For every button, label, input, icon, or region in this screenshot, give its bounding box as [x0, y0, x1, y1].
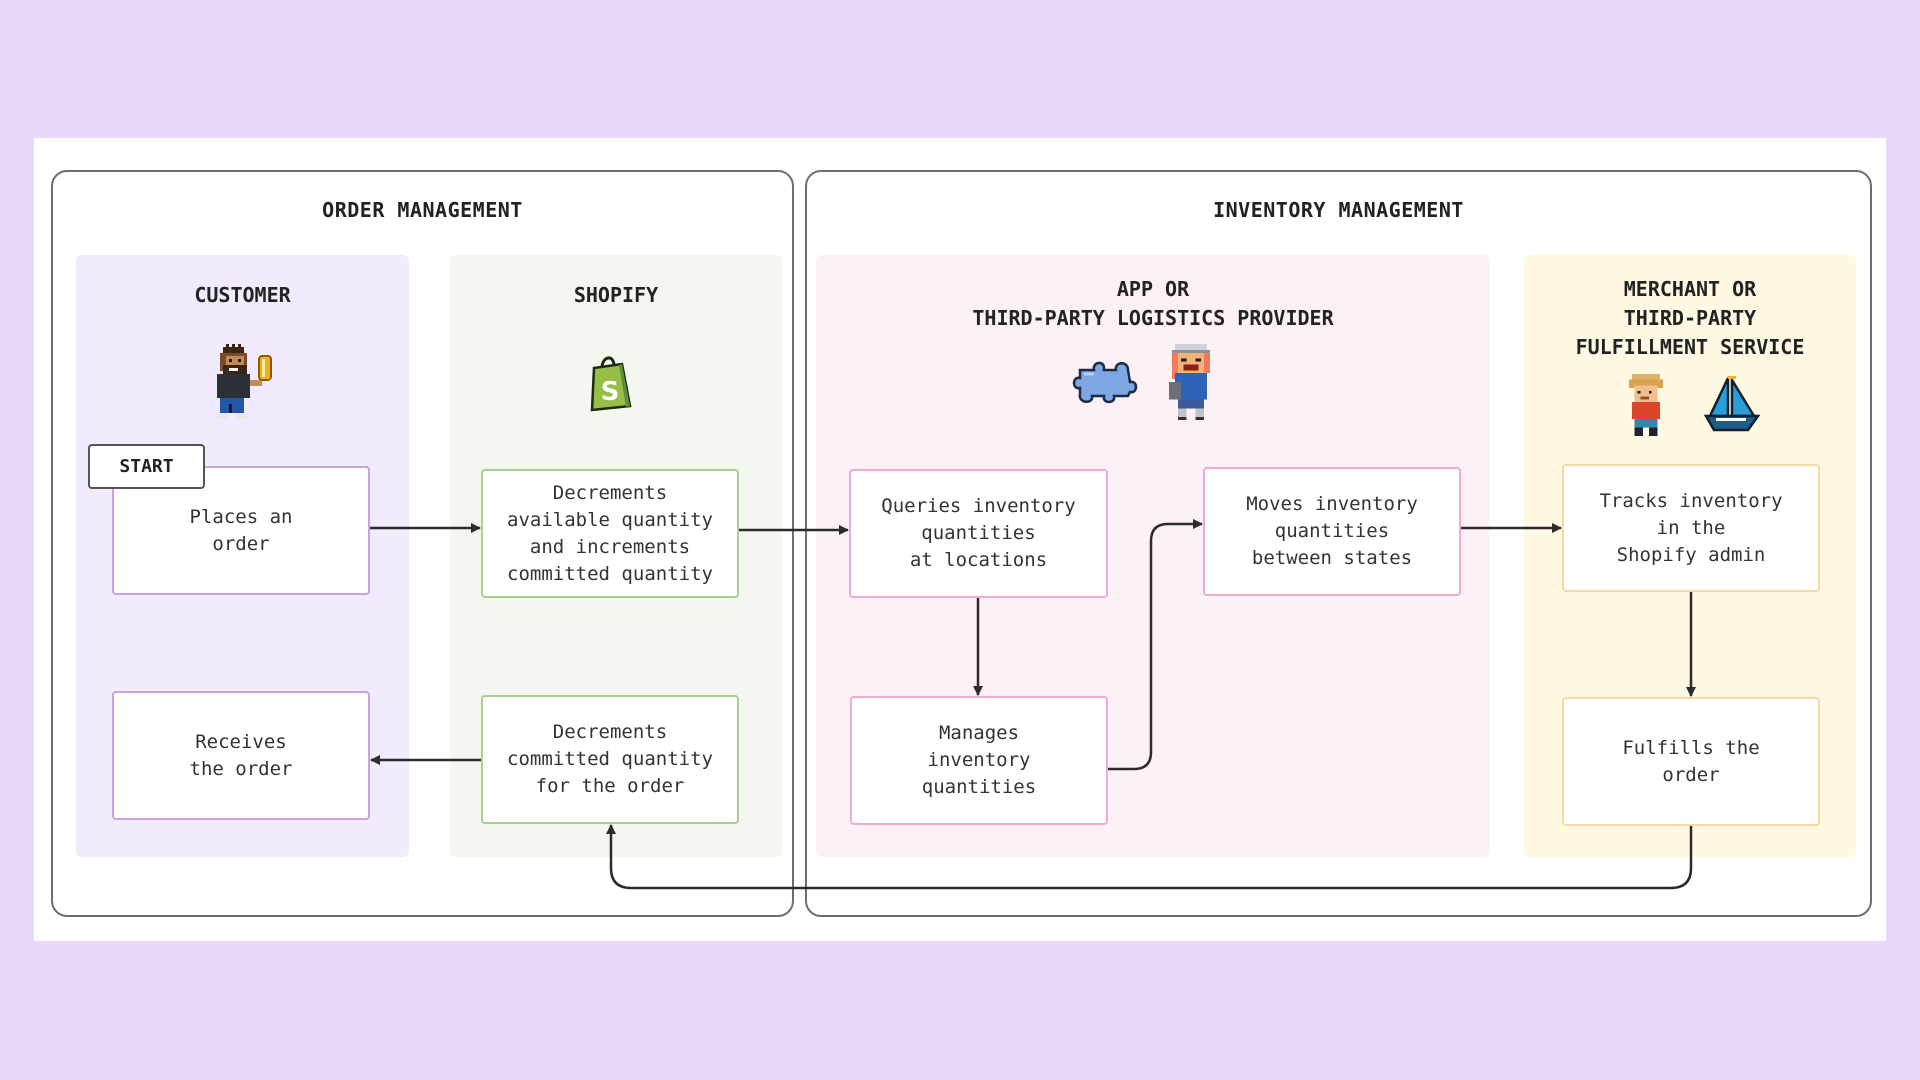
node-places-order[interactable]: Places an order — [112, 466, 370, 595]
puzzle-piece-icon — [1072, 361, 1138, 404]
inventory-management-frame: INVENTORY MANAGEMENT — [805, 170, 1872, 917]
shopify-bag-icon: S — [590, 356, 632, 412]
lane-title-shopify: SHOPIFY — [573, 283, 659, 307]
inventory-management-title: INVENTORY MANAGEMENT — [1213, 198, 1464, 222]
pixel-merchant-icon — [1629, 374, 1663, 436]
node-decrement-committed[interactable]: Decrements committed quantity for the or… — [481, 695, 739, 824]
sailboat-icon — [1703, 375, 1760, 432]
node-queries-inventory[interactable]: Queries inventory quantities at location… — [849, 469, 1108, 598]
order-management-frame: ORDER MANAGEMENT — [51, 170, 794, 917]
node-receives-order[interactable]: Receives the order — [112, 691, 370, 820]
svg-text:S: S — [601, 377, 620, 407]
lane-title-app: APP OR THIRD-PARTY LOGISTICS PROVIDER — [972, 277, 1334, 330]
node-decrement-available[interactable]: Decrements available quantity and increm… — [481, 469, 739, 598]
lane-title-customer: CUSTOMER — [194, 283, 291, 307]
node-fulfills-order[interactable]: Fulfills the order — [1562, 697, 1820, 826]
pixel-worker-icon — [1169, 344, 1210, 420]
node-tracks-inventory[interactable]: Tracks inventory in the Shopify admin — [1562, 464, 1820, 592]
pixel-customer-with-coin-icon — [217, 344, 272, 419]
order-management-title: ORDER MANAGEMENT — [322, 198, 523, 222]
node-manages-inventory[interactable]: Manages inventory quantities — [850, 696, 1108, 825]
node-moves-inventory[interactable]: Moves inventory quantities between state… — [1203, 467, 1461, 596]
lane-title-merchant: MERCHANT OR THIRD-PARTY FULFILLMENT SERV… — [1575, 277, 1805, 359]
start-label: START — [88, 444, 205, 489]
